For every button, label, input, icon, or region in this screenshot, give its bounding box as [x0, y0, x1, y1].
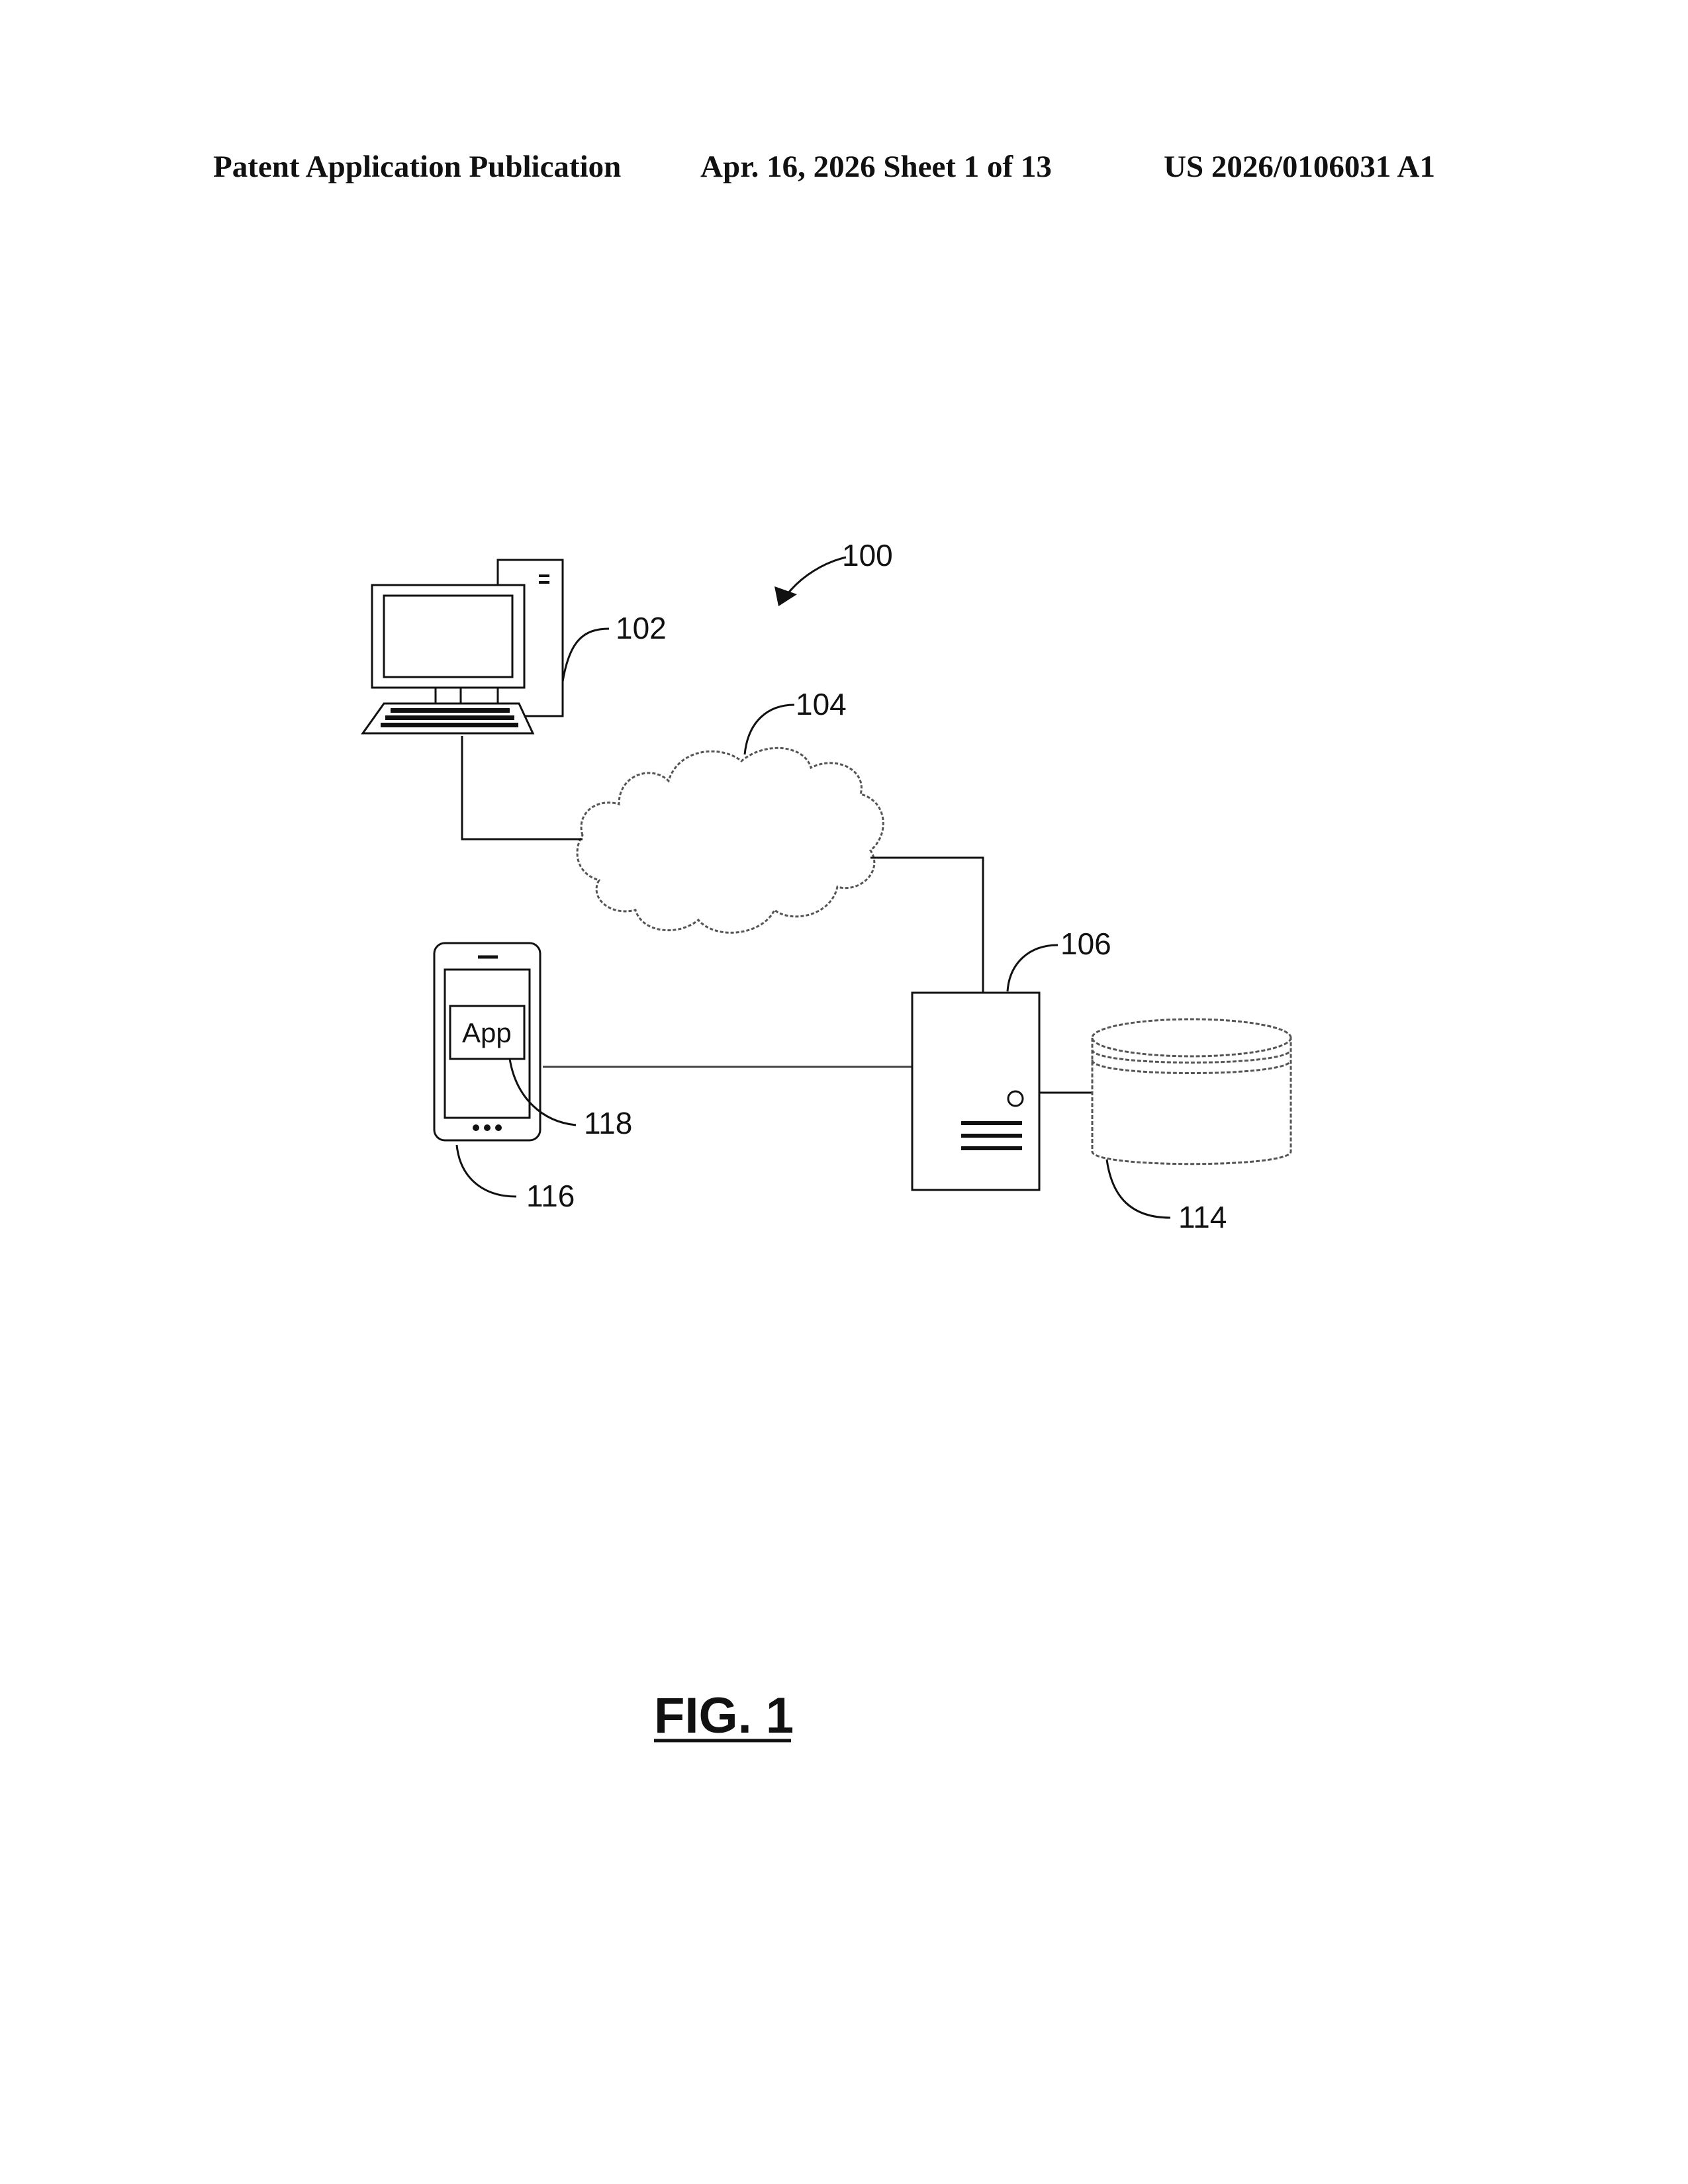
network-label: 104 [796, 687, 847, 721]
cloud-icon [577, 748, 883, 933]
computer-label: 102 [616, 611, 667, 645]
app-text: App [462, 1017, 512, 1048]
computer-to-cloud-line [462, 736, 583, 839]
database-leader-line [1107, 1160, 1170, 1218]
server-icon [912, 993, 1039, 1190]
figure-title: FIG. 1 [654, 1688, 794, 1744]
desktop-computer-icon [363, 560, 563, 733]
mobile-label: 116 [526, 1179, 575, 1213]
system-leader-arrow [785, 557, 846, 597]
database-label: 114 [1178, 1200, 1227, 1234]
computer-leader-line [563, 629, 609, 682]
app-label: 118 [584, 1106, 632, 1140]
cloud-to-server-line [870, 858, 983, 996]
server-leader-line [1008, 945, 1058, 991]
network-leader-line [745, 705, 794, 754]
database-icon [1092, 1019, 1291, 1164]
server-body [912, 993, 1039, 1190]
arrowhead-icon [774, 586, 797, 606]
system-reference: 100 [774, 538, 893, 606]
server-label: 106 [1060, 927, 1111, 961]
system-label: 100 [842, 538, 893, 572]
monitor-stand [436, 688, 461, 705]
monitor [372, 585, 524, 688]
mobile-leader-line [457, 1145, 516, 1197]
keyboard-keys [381, 708, 518, 727]
